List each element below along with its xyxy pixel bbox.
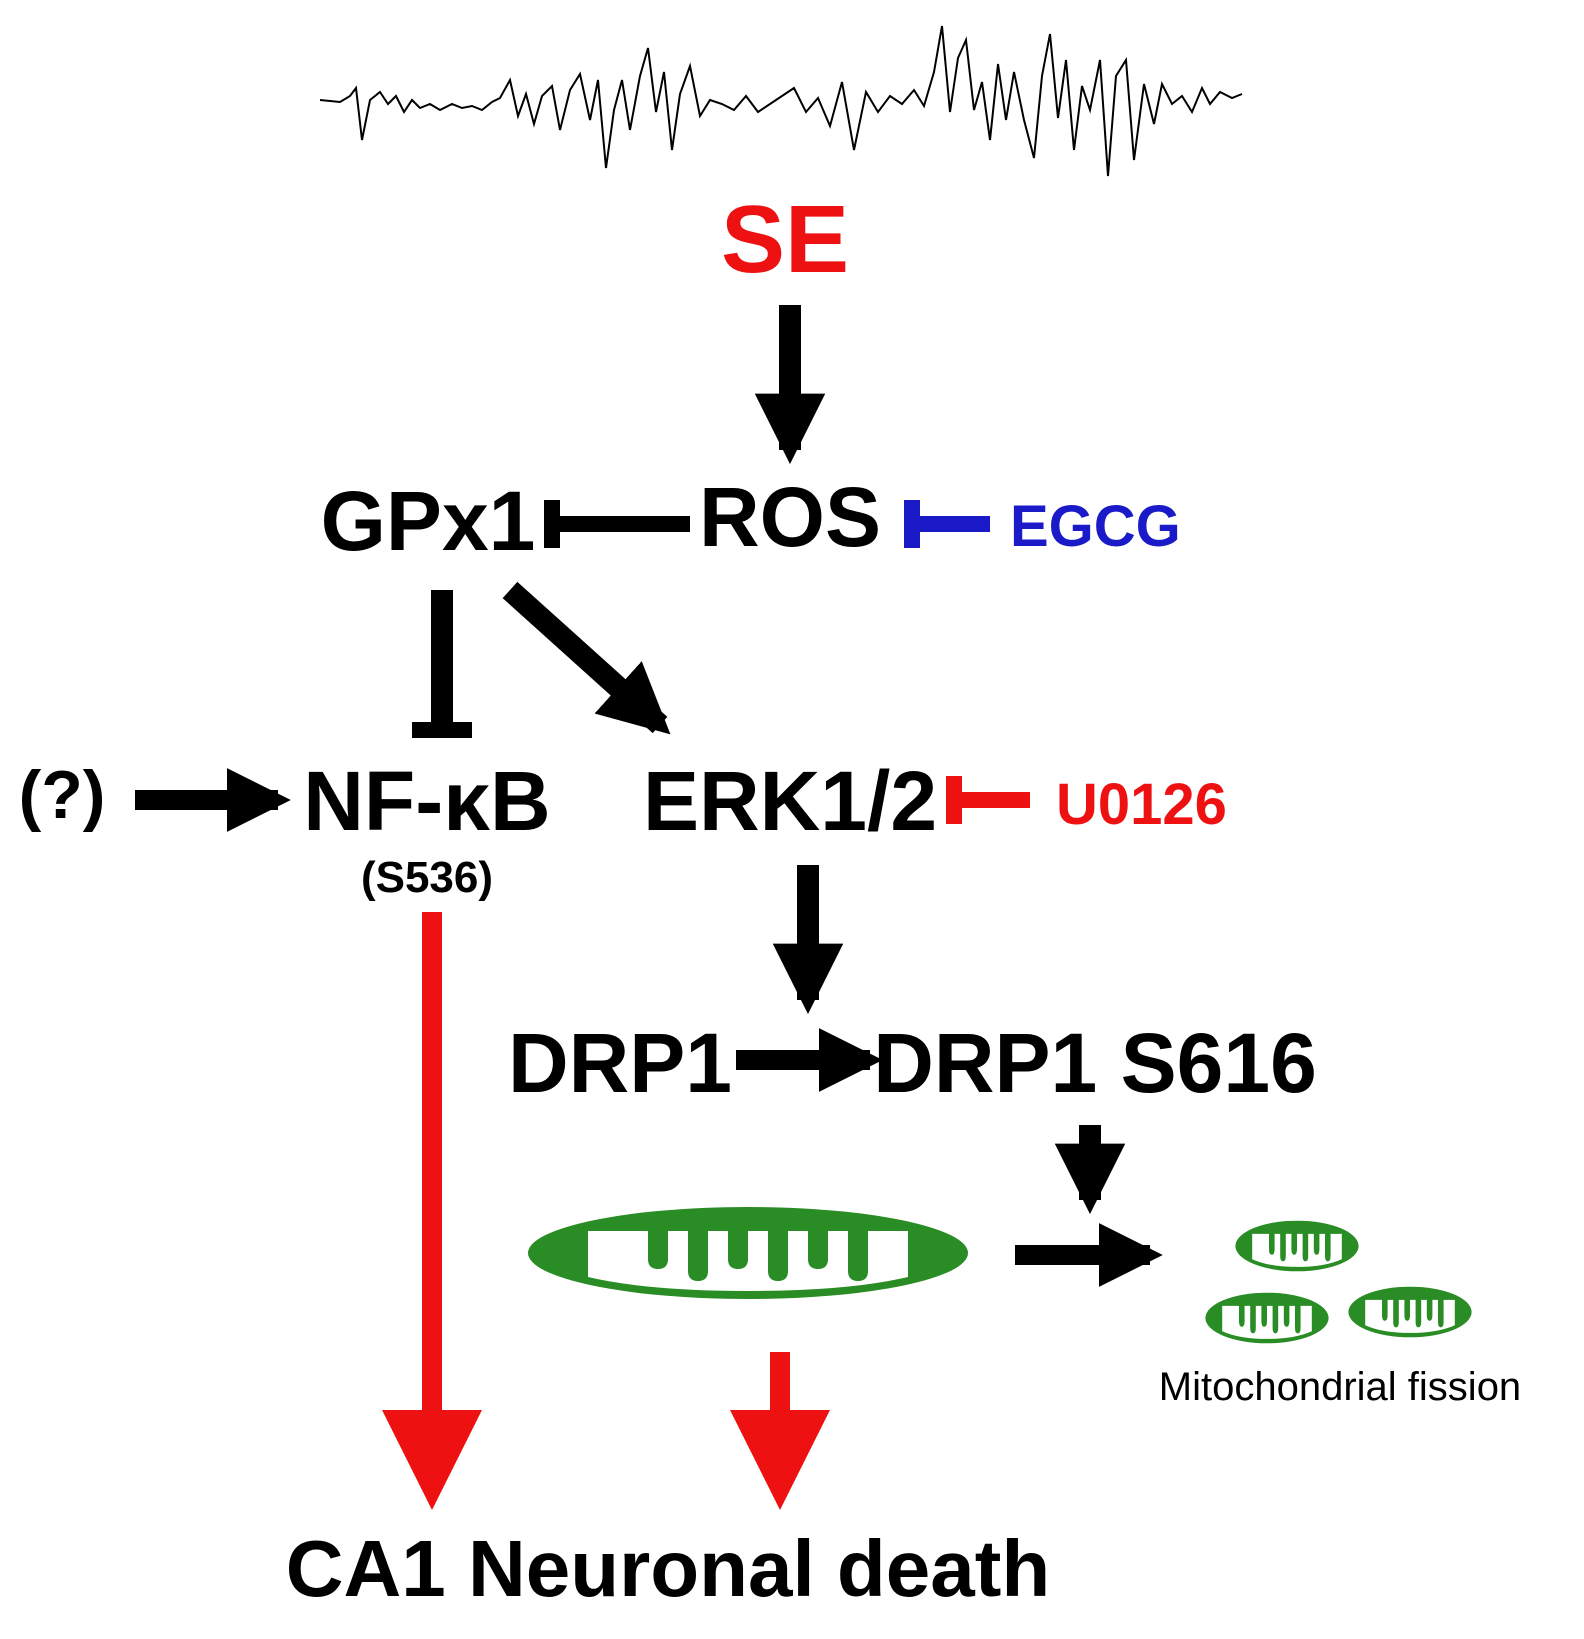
drp1-s616-label: DRP1 S616 — [873, 1016, 1317, 1110]
egcg-label: EGCG — [1010, 494, 1181, 559]
arrow-gpx1-erk — [502, 581, 671, 735]
mitochondrion-fragment-icon — [1348, 1286, 1472, 1338]
inhibit-u0126-erk — [946, 776, 1030, 824]
nfkb-label: NF-κB — [303, 754, 550, 848]
ros-label: ROS — [699, 470, 881, 564]
inhibit-egcg-ros — [904, 500, 990, 548]
eeg-trace-icon — [319, 25, 1243, 177]
erk-label: ERK1/2 — [643, 754, 937, 848]
inhibit-gpx1-nfkb — [412, 590, 472, 738]
unknown-input-label: (?) — [19, 757, 106, 833]
fission-caption: Mitochondrial fission — [1159, 1365, 1521, 1409]
mitochondrion-fragment-icon — [1235, 1220, 1359, 1272]
nfkb-site-label: (S536) — [361, 853, 493, 902]
death-label: CA1 Neuronal death — [286, 1524, 1051, 1613]
mitochondrion-fragment-icon — [1205, 1292, 1329, 1344]
inhibit-ros-gpx1 — [544, 500, 690, 548]
se-label: SE — [721, 186, 849, 293]
gpx1-label: GPx1 — [321, 474, 536, 568]
u0126-label: U0126 — [1056, 772, 1227, 837]
mitochondrion-icon — [528, 1207, 968, 1299]
drp1-label: DRP1 — [508, 1016, 732, 1110]
